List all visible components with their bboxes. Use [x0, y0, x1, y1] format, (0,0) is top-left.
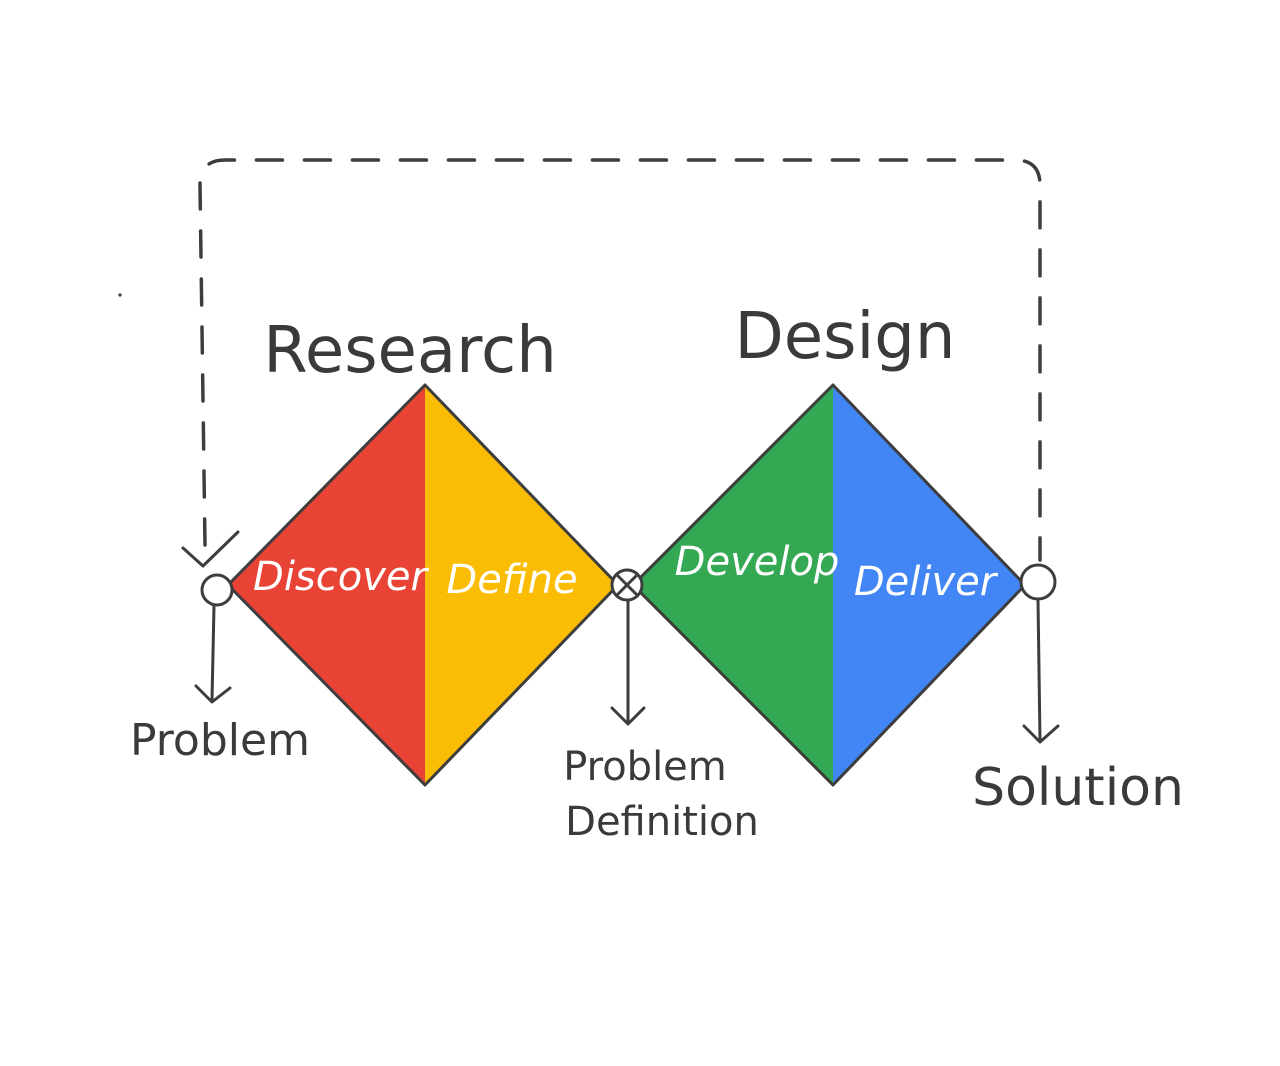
deliver-label: Deliver: [854, 559, 999, 605]
discover-segment: [228, 385, 425, 785]
problem-definition-label-line2: Definition: [565, 799, 759, 845]
design-diamond-outline: [631, 383, 1027, 787]
research-diamond-outline: [226, 383, 620, 787]
research-heading: Research: [263, 314, 557, 388]
develop-label: Develop: [675, 539, 840, 585]
problem-node: [200, 573, 234, 607]
research-diamond: [226, 383, 620, 787]
problem-definition-node-cross: [615, 573, 639, 597]
ink-dot: [118, 293, 122, 297]
feedback-loop-arrowhead: [181, 530, 240, 568]
problem-definition-down-arrow: [610, 599, 646, 726]
problem-definition-label-line1: Problem: [563, 744, 727, 790]
define-label: Define: [446, 557, 577, 603]
design-heading: Design: [735, 300, 956, 374]
solution-down-arrow: [1022, 598, 1060, 744]
discover-label: Discover: [253, 554, 430, 600]
feedback-loop-dashed-line: [198, 158, 1042, 562]
develop-segment: [633, 385, 833, 785]
solution-label: Solution: [972, 758, 1184, 818]
problem-label: Problem: [130, 715, 310, 766]
design-diamond: [631, 383, 1027, 787]
solution-node: [1019, 563, 1057, 601]
deliver-segment: [833, 385, 1025, 785]
define-segment: [425, 385, 618, 785]
problem-down-arrow: [194, 604, 232, 704]
